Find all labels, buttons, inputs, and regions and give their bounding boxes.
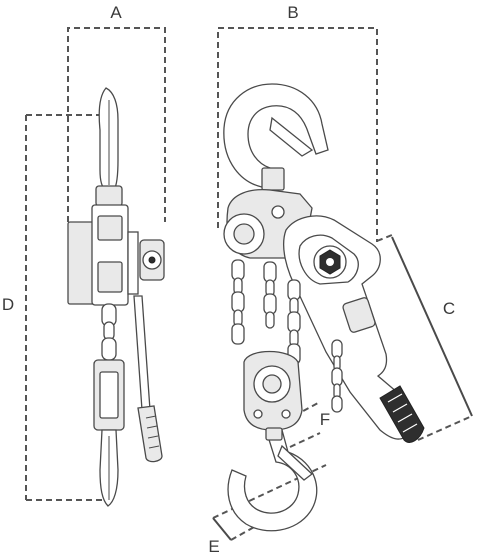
dimension-b: B bbox=[217, 3, 378, 242]
dimension-c-label: C bbox=[443, 299, 455, 318]
dimension-c: C bbox=[376, 234, 473, 441]
top-hook bbox=[223, 83, 329, 189]
dimension-d-label: D bbox=[2, 295, 14, 314]
dimension-a-label: A bbox=[110, 3, 122, 22]
load-chain bbox=[231, 259, 343, 413]
dimension-f-label: F bbox=[320, 410, 330, 429]
dimension-f: F bbox=[267, 402, 330, 448]
front-view-hoist bbox=[223, 83, 425, 532]
dimension-e-label: E bbox=[208, 537, 219, 554]
bottom-hook bbox=[227, 429, 318, 532]
dimension-b-label: B bbox=[287, 3, 298, 22]
dimension-d: D bbox=[2, 114, 104, 501]
lever-grip-side bbox=[137, 405, 163, 463]
side-view-hoist bbox=[67, 87, 165, 507]
dimension-a: A bbox=[67, 3, 166, 222]
